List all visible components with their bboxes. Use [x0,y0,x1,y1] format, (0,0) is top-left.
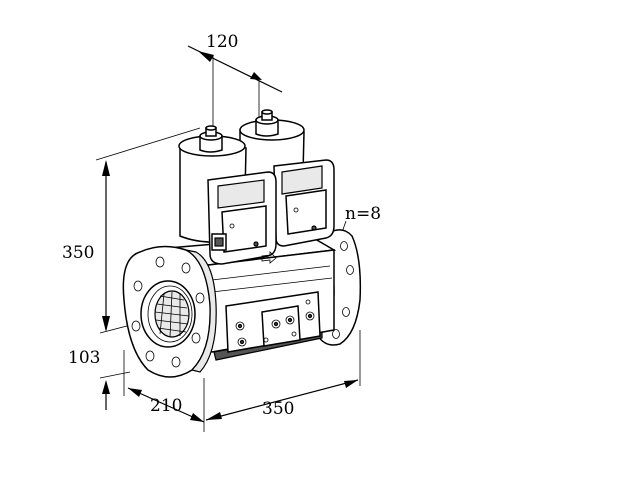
strainer-mesh [154,291,190,338]
dimension-label-depth: 210 [150,396,182,416]
left-flange [122,245,217,378]
dimension-label-length: 350 [262,399,294,419]
solenoid-right [239,109,335,247]
solenoid-left [178,125,277,265]
dimension-depth: 210 [123,350,205,423]
solenoid-left-nut [199,125,223,153]
dimension-flange-offset: 103 [68,348,131,410]
solenoid-right-nut [255,109,279,137]
dimension-height: 350 [62,127,201,334]
flow-arrow [261,251,277,264]
dimension-label-top-spacing: 120 [206,32,238,52]
dimension-label-height: 350 [62,243,94,263]
bolt-count-label: n=8 [345,204,381,224]
dimension-label-flange-offset: 103 [68,348,100,368]
dimension-length: 350 [203,330,361,432]
control-plate [225,291,321,353]
dimension-top-spacing: 120 [187,32,283,130]
